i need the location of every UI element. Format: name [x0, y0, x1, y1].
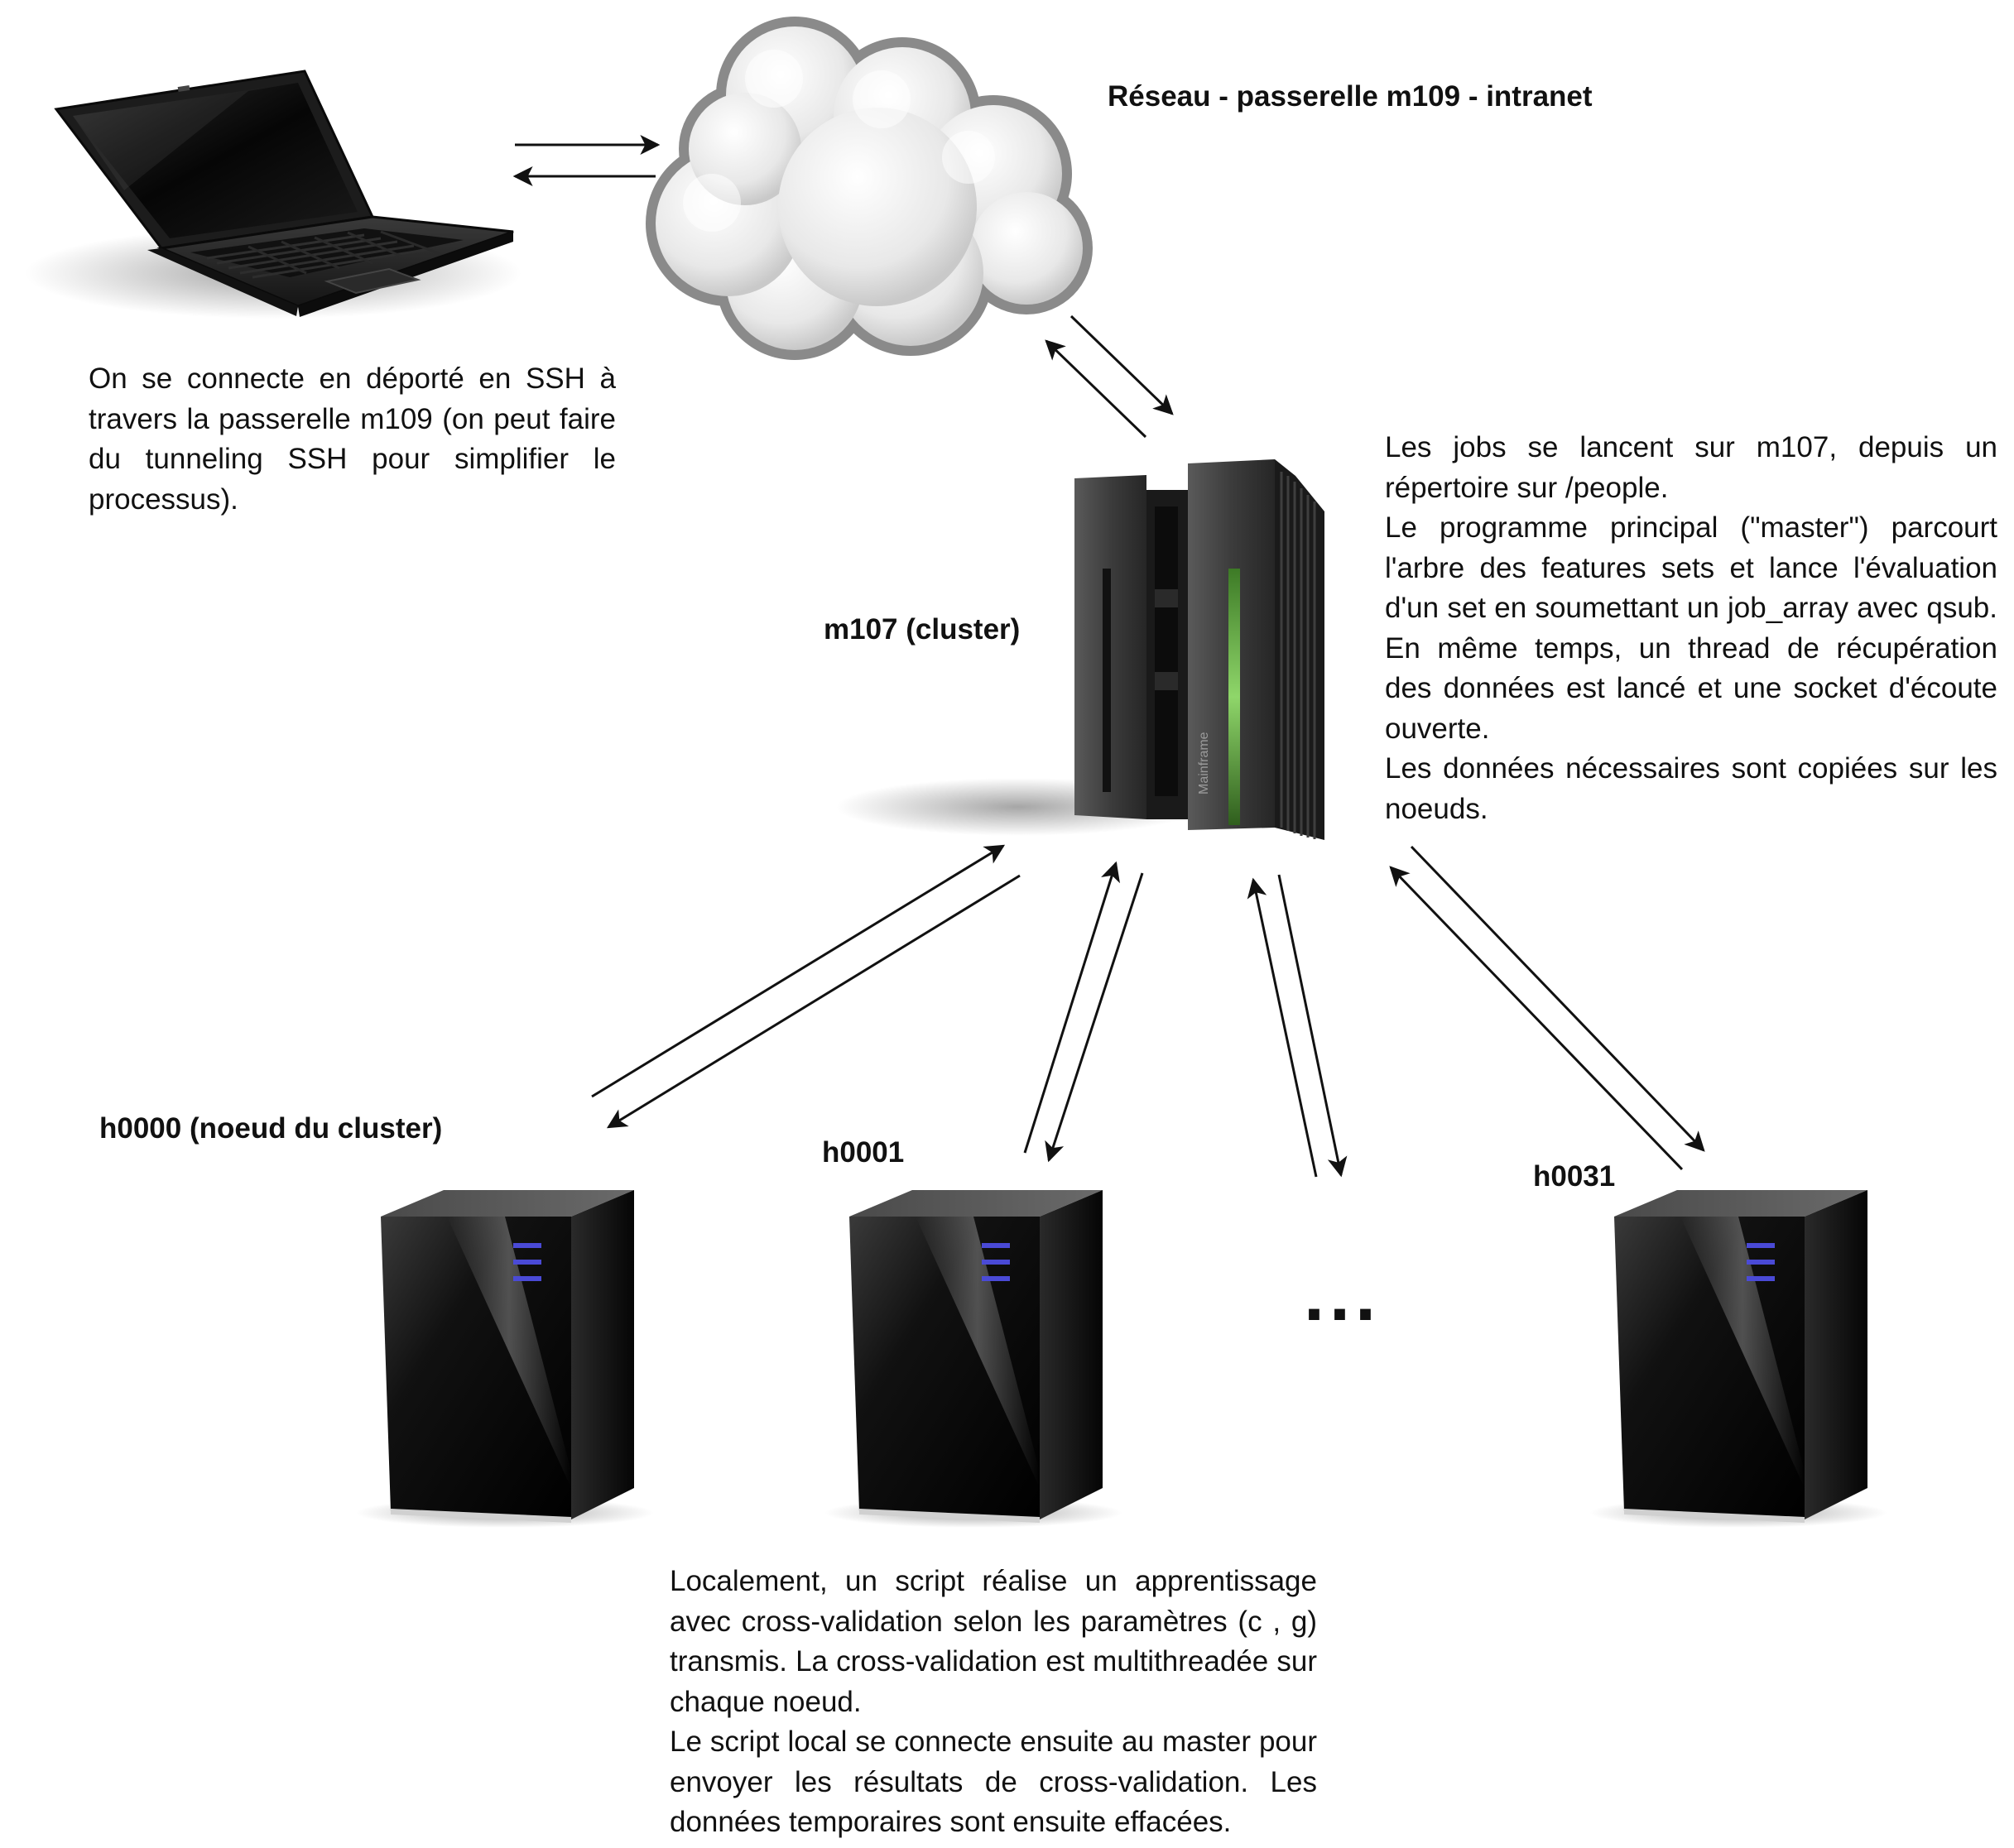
arrow-cluster-to-h0001	[1045, 872, 1144, 1163]
cluster-description: Les jobs se lancent sur m107, depuis un …	[1385, 428, 1997, 829]
node-description: Localement, un script réalise un apprent…	[670, 1562, 1317, 1843]
laptop-description: On se connecte en déporté en SSH à trave…	[89, 359, 616, 520]
server-h0000-icon	[356, 1190, 654, 1528]
arrow-h0000-to-cluster	[591, 844, 1006, 1098]
server-led-3	[513, 1276, 541, 1281]
arrow-h0031-to-cluster	[1389, 866, 1684, 1171]
node-description-line-1: Localement, un script réalise un apprent…	[670, 1565, 1317, 1718]
mainframe-icon: Mainframe	[836, 459, 1324, 840]
laptop-description-text: On se connecte en déporté en SSH à trave…	[89, 362, 616, 516]
cluster-label: m107 (cluster)	[824, 613, 1021, 646]
node-h0000-label: h0000 (noeud du cluster)	[99, 1112, 443, 1145]
node-h0031-label: h0031	[1533, 1160, 1616, 1193]
node-description-line-2: Le script local se connecte ensuite au m…	[670, 1726, 1317, 1838]
arrow-cluster-to-network	[1045, 339, 1147, 439]
mainframe-status-bar	[1228, 569, 1240, 825]
laptop-icon	[25, 70, 522, 319]
mainframe-brand-text: Mainframe	[1197, 732, 1211, 794]
arrow-cluster-to-h0000	[606, 874, 1021, 1129]
more-nodes-ellipsis: ...	[1304, 1254, 1382, 1337]
node-h0001-label: h0001	[822, 1136, 905, 1169]
cloud-icon	[646, 17, 1093, 360]
server-h0001-icon	[824, 1190, 1122, 1528]
network-label: Réseau - passerelle m109 - intranet	[1108, 80, 1593, 113]
arrow-network-to-cluster	[1069, 314, 1174, 415]
server-h0031-icon	[1589, 1190, 1887, 1528]
arrow-dots-to-cluster	[1247, 877, 1318, 1178]
cluster-description-line-2: Le programme principal ("master") parcou…	[1385, 511, 1997, 745]
server-led-2	[513, 1260, 541, 1265]
arrow-cluster-to-h0031	[1410, 845, 1705, 1152]
cluster-description-line-3: Les données nécessaires sont copiées sur…	[1385, 752, 1997, 825]
connection-arrows	[512, 135, 1705, 1178]
cluster-description-line-1: Les jobs se lancent sur m107, depuis un …	[1385, 431, 1997, 504]
arrow-h0001-to-cluster	[1023, 861, 1120, 1154]
server-led-1	[513, 1243, 541, 1248]
arrow-cluster-to-dots	[1277, 874, 1348, 1178]
